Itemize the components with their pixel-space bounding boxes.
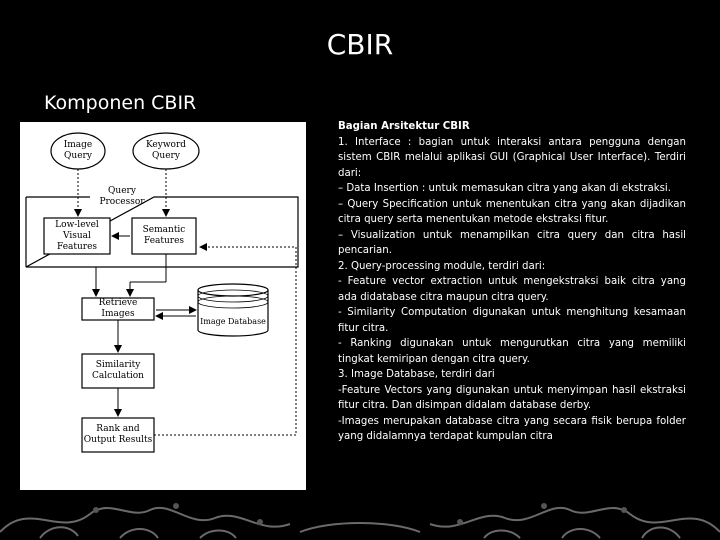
architecture-description: Bagian Arsitektur CBIR 1. Interface : ba… [338,119,686,445]
description-line: -Feature Vectors yang digunakan untuk me… [338,384,686,412]
diagram-lines [25,132,299,453]
description-line: - Similarity Computation digunakan untuk… [338,307,686,334]
image-query-label: Image Query [63,140,93,161]
description-line: 2. Query-processing module, terdiri dari… [338,260,546,272]
description-line: – Data Insertion : untuk memasukan citra… [338,183,671,194]
keyword-query-label: Keyword Query [145,140,187,161]
description-line: 3. Image Database, terdiri dari [338,369,495,380]
slide-title: CBIR [326,28,394,61]
description-line: 1. Interface : bagian untuk interaksi an… [338,136,686,179]
semantic-label: Semantic Features [142,225,186,246]
image-database-node [197,290,269,337]
description-line: – Query Specification untuk menentukan c… [338,198,686,226]
rank-output-node [81,417,155,453]
similarity-label: Similarity Calculation [92,360,144,381]
retrieve-images-label: Retrieve Images [98,298,138,319]
description-line: - Feature vector extraction untuk mengek… [338,276,686,303]
description-line: -Images merupakan database citra yang se… [338,415,686,443]
image-database-label: Image Database [200,316,266,326]
description-line: – Visualization untuk menampilkan citra … [338,229,686,257]
description-line: - Ranking digunakan untuk mengurutkan ci… [338,338,686,365]
low-level-node [43,217,111,255]
semantic-node [131,217,197,255]
floral-ornament [0,503,720,539]
description-heading: Bagian Arsitektur CBIR [338,121,470,132]
cbir-architecture-diagram: Image Query Keyword Query Query Processo… [20,122,306,490]
rank-output-label: Rank and Output Results [83,424,153,445]
slide-subtitle: Komponen CBIR [44,92,197,114]
query-processor-label: Query Processor [99,186,145,207]
similarity-node [81,353,155,389]
low-level-label: Low-level Visual Features [55,219,99,252]
